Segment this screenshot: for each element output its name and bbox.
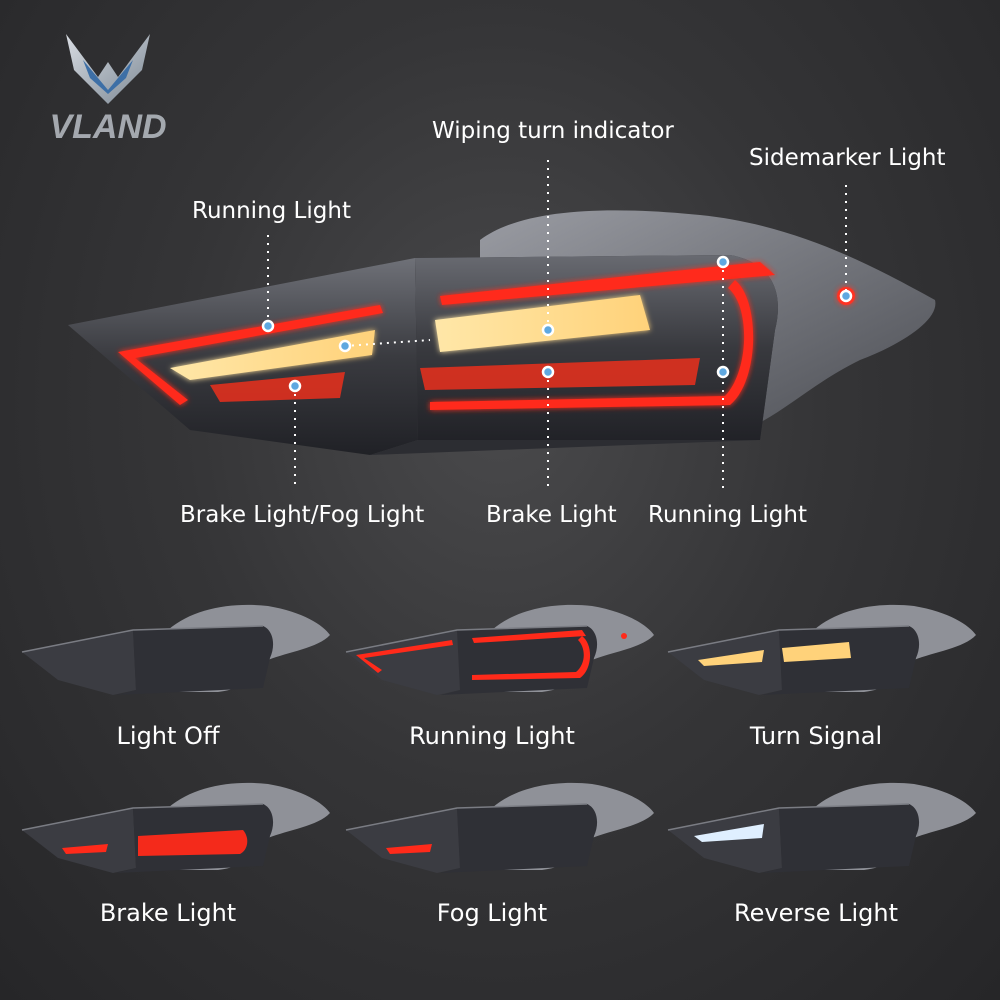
mode-thumbnail-running bbox=[345, 604, 654, 695]
mode-caption-running-light: Running Light bbox=[409, 722, 575, 750]
callout-brake-fog-light: Brake Light/Fog Light bbox=[180, 502, 425, 528]
callout-running-light-bottom: Running Light bbox=[648, 502, 807, 528]
callout-wiping-turn-indicator: Wiping turn indicator bbox=[432, 118, 674, 144]
mode-caption-brake-light: Brake Light bbox=[99, 899, 237, 927]
mode-caption-light-off: Light Off bbox=[116, 722, 220, 750]
mode-thumbnail-brake bbox=[21, 782, 330, 873]
callout-brake-light: Brake Light bbox=[486, 502, 617, 528]
logo-text: VLAND bbox=[49, 108, 166, 146]
mode-caption-reverse-light: Reverse Light bbox=[734, 899, 898, 927]
mode-thumbnail-off bbox=[21, 604, 330, 695]
vland-logo: VLAND bbox=[49, 34, 167, 146]
mode-caption-turn-signal: Turn Signal bbox=[749, 722, 883, 750]
mode-caption-fog-light: Fog Light bbox=[436, 899, 548, 927]
mode-thumbnail-turn bbox=[667, 604, 976, 695]
mode-thumbnail-fog bbox=[345, 782, 654, 873]
callout-sidemarker-light: Sidemarker Light bbox=[749, 145, 946, 171]
main-taillight-image bbox=[68, 210, 936, 455]
mode-thumbnail-reverse bbox=[667, 782, 976, 873]
callout-running-light-top: Running Light bbox=[192, 198, 351, 224]
